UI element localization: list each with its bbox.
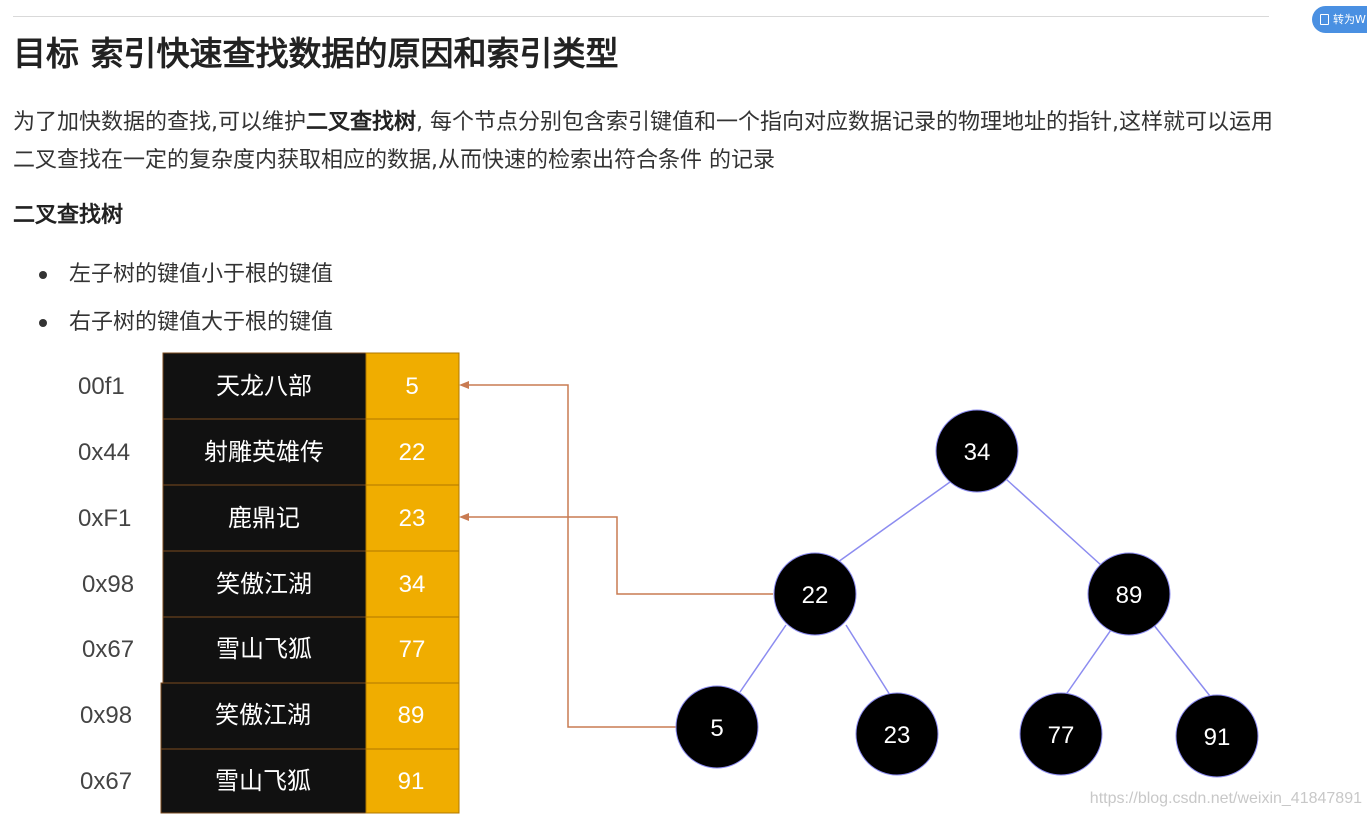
tree-edge xyxy=(845,624,891,696)
index-table: 00f1 天龙八部 5 0x44 射雕英雄传 22 0xF1 鹿鼎记 23 0x… xyxy=(78,352,460,814)
bullet-icon xyxy=(39,319,47,327)
row-key: 77 xyxy=(399,636,426,663)
tree-node-91: 91 xyxy=(1175,694,1259,778)
row-key: 34 xyxy=(399,571,426,598)
tree-edge xyxy=(1152,623,1211,697)
tree-node-77: 77 xyxy=(1019,692,1103,776)
node-label: 5 xyxy=(710,715,723,742)
row-name-cell xyxy=(162,550,367,618)
pointer-line-22 xyxy=(462,516,773,595)
row-address: 00f1 xyxy=(78,373,125,400)
row-address: 0x98 xyxy=(80,702,132,729)
tree-node-22: 22 xyxy=(773,552,857,636)
list-item-text: 左子树的键值小于根的键值 xyxy=(69,262,334,287)
tree-node-34: 34 xyxy=(935,409,1019,493)
convert-button-label: 转为W xyxy=(1333,13,1366,26)
row-key: 22 xyxy=(399,439,426,466)
intro-text-after: , 每个节点分别包含索引键值和一个指向对应数据记录的物理地址的指针,这样就可以运… xyxy=(13,110,1273,173)
row-name-cell xyxy=(160,748,367,814)
tree-edge xyxy=(1064,626,1114,697)
row-key-cell xyxy=(365,748,460,814)
node-label: 34 xyxy=(964,439,991,466)
bst-rules-list: 左子树的键值小于根的键值 右子树的键值大于根的键值 xyxy=(13,256,333,352)
row-key-cell xyxy=(365,484,460,552)
row-key-cell xyxy=(365,418,460,486)
row-name-cell xyxy=(162,484,367,552)
row-address: 0x98 xyxy=(82,571,134,598)
node-circle xyxy=(935,409,1019,493)
node-circle xyxy=(1175,694,1259,778)
tree-edge xyxy=(739,624,787,693)
row-address: 0x67 xyxy=(82,636,134,663)
row-name: 射雕英雄传 xyxy=(204,438,324,466)
tree-edges xyxy=(739,478,1211,697)
row-name: 笑傲江湖 xyxy=(216,570,312,598)
node-circle xyxy=(1019,692,1103,776)
row-name: 雪山飞狐 xyxy=(215,767,311,795)
pointer-lines xyxy=(462,384,773,728)
table-row: 0xF1 鹿鼎记 23 xyxy=(78,484,460,552)
tree-node-5: 5 xyxy=(675,685,759,769)
pointer-line-5 xyxy=(462,384,676,728)
top-divider xyxy=(13,16,1269,17)
tree-nodes: 34 22 89 5 23 77 91 xyxy=(675,409,1259,778)
node-circle xyxy=(773,552,857,636)
bullet-icon xyxy=(39,271,47,279)
list-item-text: 右子树的键值大于根的键值 xyxy=(69,310,334,335)
row-key: 5 xyxy=(405,373,418,400)
table-row: 0x44 射雕英雄传 22 xyxy=(78,418,460,486)
tree-node-23: 23 xyxy=(855,692,939,776)
node-circle xyxy=(855,692,939,776)
node-label: 91 xyxy=(1204,724,1231,751)
node-circle xyxy=(675,685,759,769)
arrowhead-icon xyxy=(459,381,469,389)
row-address: 0xF1 xyxy=(78,505,131,532)
row-name-cell xyxy=(162,352,367,420)
node-label: 77 xyxy=(1048,722,1075,749)
table-row: 0x98 笑傲江湖 89 xyxy=(80,682,460,750)
row-name: 天龙八部 xyxy=(216,372,312,400)
row-name-cell xyxy=(162,418,367,486)
row-name: 鹿鼎记 xyxy=(228,504,300,532)
table-row: 00f1 天龙八部 5 xyxy=(78,352,460,420)
list-item: 左子树的键值小于根的键值 xyxy=(13,256,333,304)
row-key-cell xyxy=(365,682,460,750)
intro-paragraph: 为了加快数据的查找,可以维护二叉查找树, 每个节点分别包含索引键值和一个指向对应… xyxy=(13,104,1275,180)
row-key-cell xyxy=(365,616,460,684)
section-heading: 二叉查找树 xyxy=(13,203,124,228)
row-key: 89 xyxy=(398,702,425,729)
table-row: 0x67 雪山飞狐 91 xyxy=(80,748,460,814)
node-label: 89 xyxy=(1116,582,1143,609)
intro-strong-term: 二叉查找树 xyxy=(306,110,417,135)
tree-edge xyxy=(1005,478,1103,567)
tree-node-89: 89 xyxy=(1087,552,1171,636)
table-row: 0x98 笑傲江湖 34 xyxy=(82,550,460,618)
node-label: 23 xyxy=(884,722,911,749)
row-name: 笑傲江湖 xyxy=(215,701,311,729)
pointer-arrowheads xyxy=(459,381,469,521)
table-row: 0x67 雪山飞狐 77 xyxy=(82,616,460,684)
row-key-cell xyxy=(365,352,460,420)
page-title: 目标 索引快速查找数据的原因和索引类型 xyxy=(13,34,619,73)
tree-edge xyxy=(837,481,951,563)
row-address: 0x67 xyxy=(80,768,132,795)
node-label: 22 xyxy=(802,582,829,609)
document-icon xyxy=(1320,14,1329,25)
row-name: 雪山飞狐 xyxy=(216,635,312,663)
arrowhead-icon xyxy=(459,513,469,521)
convert-to-word-button[interactable]: 转为W xyxy=(1312,6,1367,33)
row-name-cell xyxy=(160,682,367,750)
row-key-cell xyxy=(365,550,460,618)
row-address: 0x44 xyxy=(78,439,130,466)
row-key: 23 xyxy=(399,505,426,532)
list-item: 右子树的键值大于根的键值 xyxy=(13,304,333,352)
watermark: https://blog.csdn.net/weixin_41847891 xyxy=(1090,790,1362,807)
node-circle xyxy=(1087,552,1171,636)
row-name-cell xyxy=(162,616,367,684)
intro-text-before: 为了加快数据的查找,可以维护 xyxy=(13,110,306,135)
row-key: 91 xyxy=(398,768,425,795)
